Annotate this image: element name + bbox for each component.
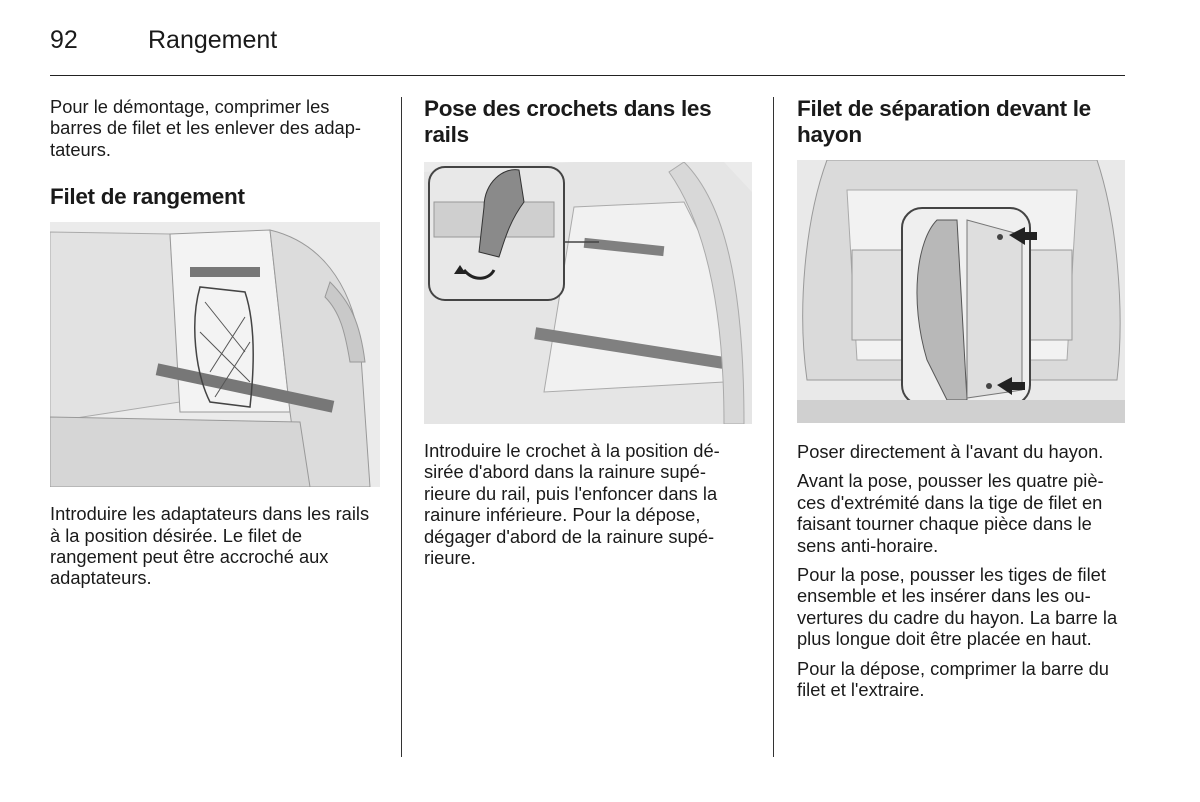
hooks-paragraph: Introduire le crochet à la position dé‐ … [424, 440, 720, 569]
column-divider [773, 97, 774, 757]
storage-net-paragraph: Introduire les adaptateurs dans les rail… [50, 503, 370, 589]
column-3: Filet de séparation devant le hayon Pose… [797, 96, 1127, 708]
section-title: Rangement [148, 26, 278, 54]
heading-filet-rangement: Filet de rangement [50, 184, 245, 210]
heading-filet-separation: Filet de séparation devant le hayon [797, 96, 1091, 147]
partition-paragraph-3: Pour la pose, pousser les tiges de filet… [797, 564, 1118, 650]
intro-paragraph: Pour le démontage, comprimer les barres … [50, 96, 361, 160]
partition-paragraph-4: Pour la dépose, comprimer la barre du fi… [797, 657, 1109, 701]
figure-storage-net [50, 222, 380, 488]
figure-partition-net [797, 160, 1125, 423]
header-rule [50, 75, 1125, 76]
heading-pose-crochets: Pose des crochets dans les rails [424, 96, 712, 147]
page-number: 92 [50, 26, 78, 54]
partition-paragraph-2: Avant la pose, pousser les quatre piè‐ c… [797, 470, 1104, 556]
column-divider [401, 97, 402, 757]
column-1: Pour le démontage, comprimer les barres … [50, 96, 380, 597]
figure-hooks-rails [424, 162, 752, 424]
partition-paragraph-1: Poser directement à l'avant du hayon. [797, 441, 1104, 462]
page-header: 92 Rangement [50, 26, 1125, 76]
column-2: Pose des crochets dans les rails Introdu… [424, 96, 754, 576]
